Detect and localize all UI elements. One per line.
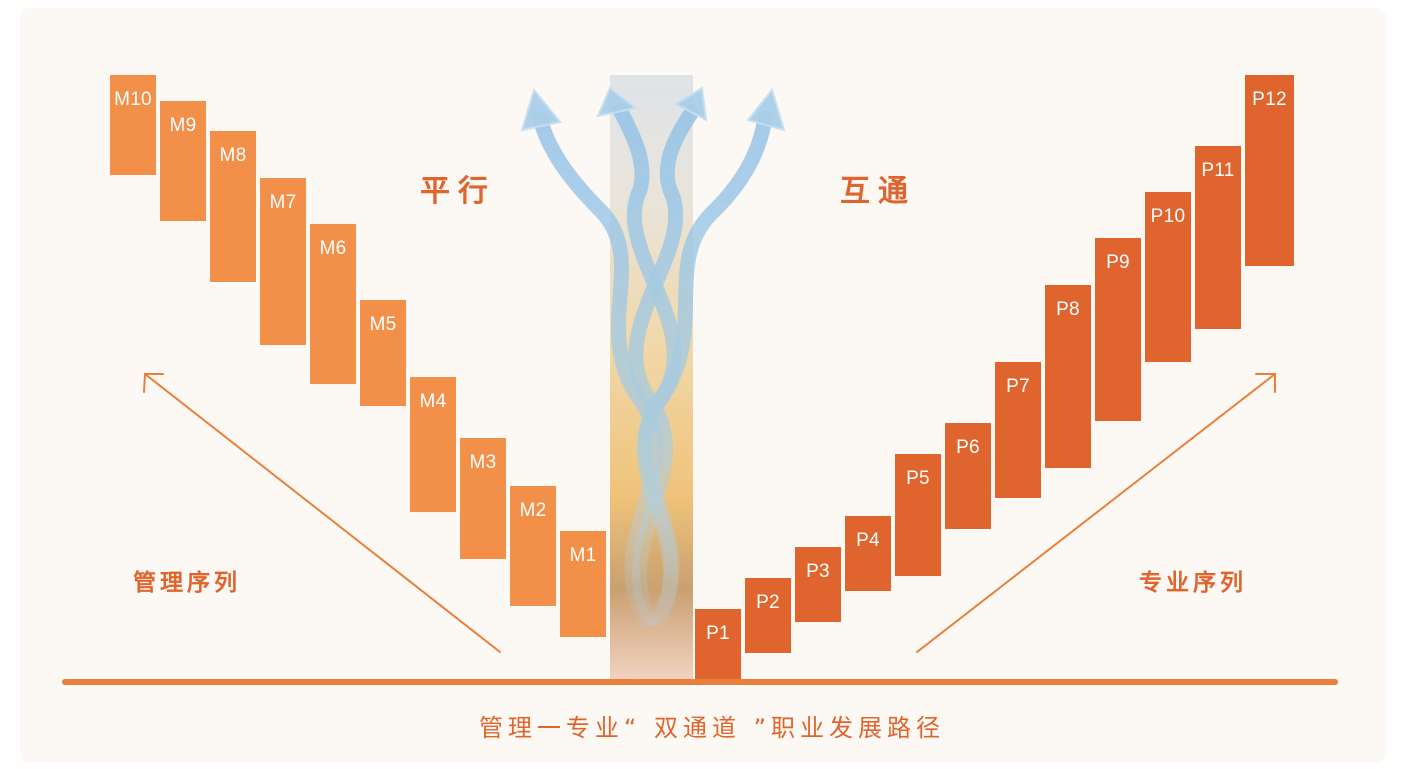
level-bar-p1: P1 xyxy=(695,609,741,681)
level-bar-p5: P5 xyxy=(895,454,941,576)
footer-title: 管理一专业“ 双通道 ”职业发展路径 xyxy=(478,714,946,742)
baseline xyxy=(62,679,1338,685)
level-bar-p11: P11 xyxy=(1195,146,1241,329)
level-bar-m4: M4 xyxy=(410,377,456,512)
level-bar-p7: P7 xyxy=(995,362,1041,498)
professional-series-label: 专业序列 xyxy=(1139,570,1247,596)
management-series-label: 管理序列 xyxy=(133,570,241,596)
level-bar-p2: P2 xyxy=(745,578,791,653)
level-bar-p12: P12 xyxy=(1245,75,1294,266)
level-bar-p3: P3 xyxy=(795,547,841,622)
level-bar-m8: M8 xyxy=(210,131,256,282)
level-bar-m1: M1 xyxy=(560,531,606,637)
level-bar-p6: P6 xyxy=(945,423,991,529)
level-bar-m10: M10 xyxy=(110,75,156,175)
left-heading: 平行 xyxy=(420,174,496,209)
level-bar-m6: M6 xyxy=(310,224,356,384)
level-bar-p4: P4 xyxy=(845,516,891,591)
right-heading: 互通 xyxy=(840,174,916,209)
level-bar-p9: P9 xyxy=(1095,238,1141,421)
level-bar-p8: P8 xyxy=(1045,285,1091,468)
level-bar-p10: P10 xyxy=(1145,192,1191,362)
level-bar-m3: M3 xyxy=(460,438,506,559)
level-bar-m2: M2 xyxy=(510,486,556,606)
level-bar-m9: M9 xyxy=(160,101,206,221)
level-bar-m7: M7 xyxy=(260,178,306,345)
level-bar-m5: M5 xyxy=(360,300,406,406)
